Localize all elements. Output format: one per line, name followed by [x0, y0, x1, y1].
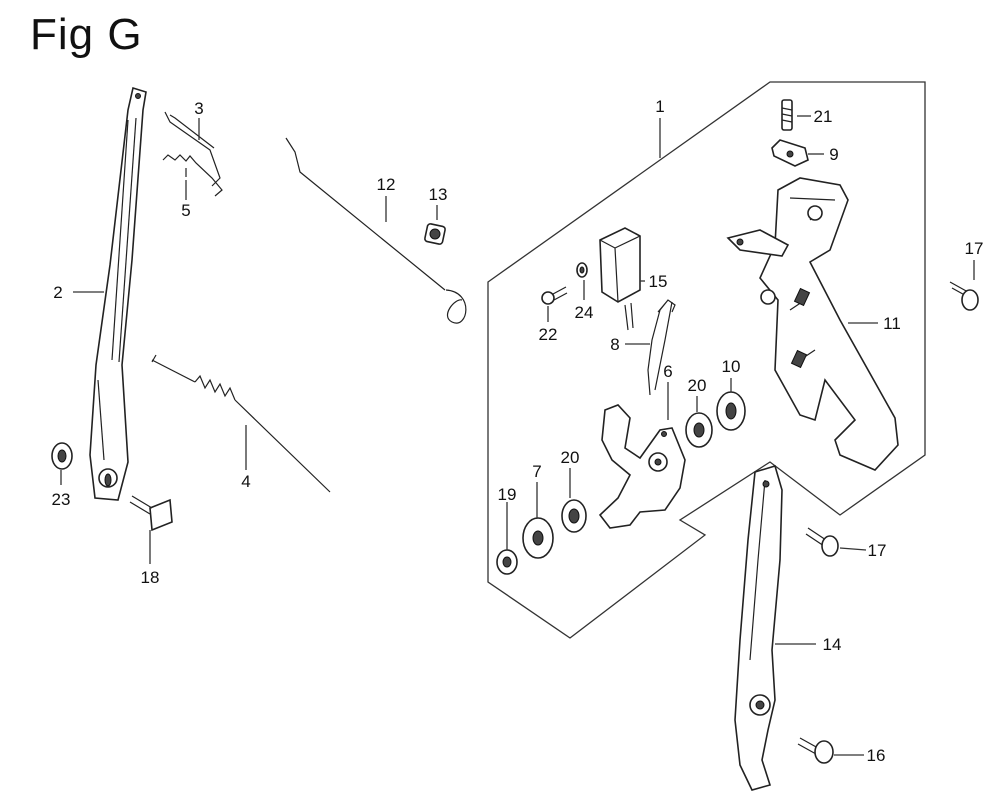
part-14-lever-arm — [734, 465, 783, 791]
callout-12: 12 — [377, 175, 396, 194]
callout-19: 19 — [498, 485, 517, 504]
part-23-nut — [51, 442, 73, 470]
part-6-lever — [598, 404, 686, 529]
assembly-1-outline — [487, 81, 926, 639]
part-10-washer — [716, 391, 746, 431]
part-9-clip — [771, 139, 809, 167]
part-22-screw — [541, 286, 568, 305]
callout-15: 15 — [649, 272, 668, 291]
callout-2: 2 — [53, 283, 62, 302]
callout-21: 21 — [814, 107, 833, 126]
callout-11: 11 — [883, 314, 901, 333]
part-18-bolt — [129, 495, 173, 532]
callout-13: 13 — [429, 185, 448, 204]
part-12-rod — [285, 137, 467, 324]
part-8-link — [647, 299, 676, 396]
callout-18: 18 — [141, 568, 160, 587]
callout-9: 9 — [829, 145, 838, 164]
part-5-spring — [162, 154, 223, 197]
part-13-nut — [424, 223, 446, 245]
callout-22: 22 — [539, 325, 558, 344]
callout-labels: 1 2 3 4 5 6 7 8 9 10 11 12 13 14 15 16 1… — [52, 97, 984, 765]
part-15-switch — [599, 227, 641, 331]
callout-5: 5 — [181, 201, 190, 220]
figure-title: Fig G — [30, 10, 143, 59]
callout-24: 24 — [575, 303, 594, 322]
callout-20-lower: 20 — [561, 448, 580, 467]
callout-17-middle: 17 — [868, 541, 887, 560]
callout-4: 4 — [241, 472, 250, 491]
callout-23: 23 — [52, 490, 71, 509]
part-11-bracket — [726, 177, 899, 471]
part-17-bolt-middle — [805, 527, 839, 557]
callout-6: 6 — [663, 362, 672, 381]
callout-8: 8 — [610, 335, 619, 354]
callout-20-upper: 20 — [688, 376, 707, 395]
part-20-washer-lower — [561, 499, 587, 533]
callout-16: 16 — [867, 746, 886, 765]
part-7-washer — [522, 517, 554, 559]
callout-1: 1 — [655, 97, 664, 116]
part-20-washer-upper — [685, 412, 713, 448]
leader-lines — [60, 115, 975, 756]
part-24-washer — [576, 262, 588, 278]
part-17-bolt-right — [949, 281, 979, 311]
part-3-spring-clip — [164, 111, 221, 187]
callout-7: 7 — [532, 462, 541, 481]
callout-17-right: 17 — [965, 239, 984, 258]
part-21-bolt — [781, 99, 793, 131]
callout-3: 3 — [194, 99, 203, 118]
part-19-nut — [496, 549, 518, 575]
part-4-spring-rod — [151, 354, 331, 493]
callout-10: 10 — [722, 357, 741, 376]
part-16-bolt — [797, 737, 834, 764]
callout-14: 14 — [823, 635, 842, 654]
part-2-arm — [89, 86, 147, 501]
